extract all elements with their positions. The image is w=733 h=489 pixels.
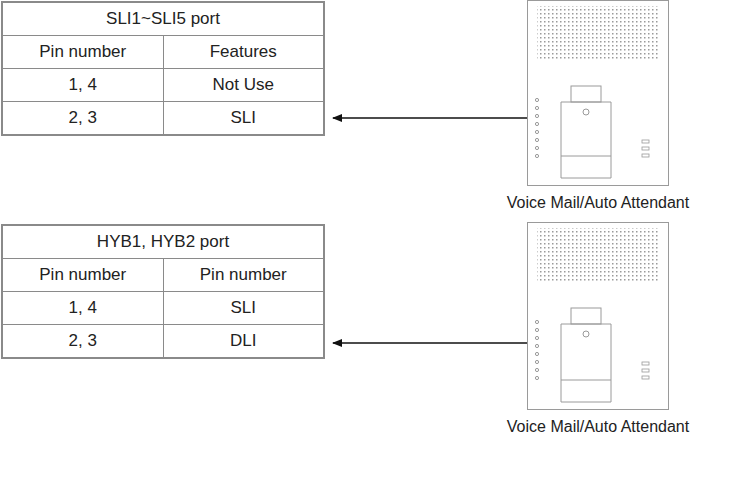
- table-cell: SLI: [163, 102, 324, 134]
- table-cell: Not Use: [163, 69, 324, 101]
- table-row: 2, 3SLI: [3, 101, 323, 134]
- table-cell: 1, 4: [3, 292, 163, 324]
- voice-mail-device: Voice Mail/Auto Attendant: [527, 0, 669, 186]
- device-caption: Voice Mail/Auto Attendant: [507, 194, 689, 212]
- pin-table: HYB1, HYB2 portPin numberPin number1, 4S…: [1, 224, 325, 359]
- device-illustration: [527, 222, 669, 410]
- table-cell: 2, 3: [3, 325, 163, 357]
- table-row: 1, 4Not Use: [3, 68, 323, 101]
- table-row: SLI1~SLI5 port: [3, 3, 323, 35]
- table-cell: Features: [163, 36, 324, 68]
- table-row: 1, 4SLI: [3, 291, 323, 324]
- table-cell: Pin number: [3, 259, 163, 291]
- connector-arrow: [333, 342, 527, 344]
- table-cell: Pin number: [163, 259, 324, 291]
- table-cell: SLI: [163, 292, 324, 324]
- table-heading: HYB1, HYB2 port: [3, 226, 323, 258]
- device-illustration: [527, 0, 669, 186]
- table-heading: SLI1~SLI5 port: [3, 3, 323, 35]
- voice-mail-device: Voice Mail/Auto Attendant: [527, 222, 669, 410]
- table-cell: 1, 4: [3, 69, 163, 101]
- table-row: HYB1, HYB2 port: [3, 226, 323, 258]
- table-cell: Pin number: [3, 36, 163, 68]
- device-caption: Voice Mail/Auto Attendant: [507, 418, 689, 436]
- table-row: 2, 3DLI: [3, 324, 323, 357]
- table-cell: 2, 3: [3, 102, 163, 134]
- table-cell: DLI: [163, 325, 324, 357]
- table-row: Pin numberPin number: [3, 258, 323, 291]
- table-row: Pin numberFeatures: [3, 35, 323, 68]
- pin-table: SLI1~SLI5 portPin numberFeatures1, 4Not …: [1, 1, 325, 136]
- connector-arrow: [333, 117, 527, 119]
